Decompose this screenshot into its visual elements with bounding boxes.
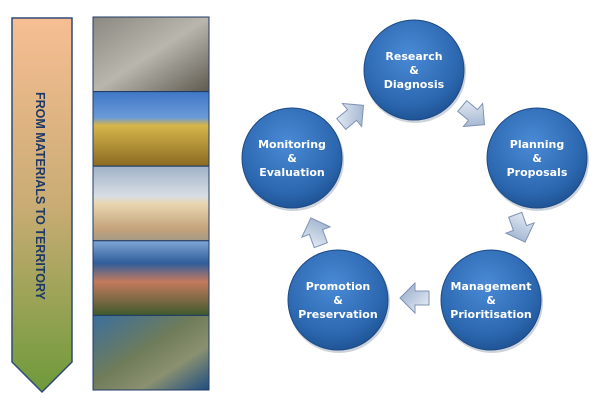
cycle-arrow-icon — [504, 211, 536, 243]
cycle-step-management[interactable]: Management&Prioritisation — [440, 249, 543, 353]
step-line1: Management — [451, 280, 532, 293]
cycle-step-planning[interactable]: Planning&Proposals — [486, 107, 589, 211]
step-line2: Diagnosis — [384, 78, 445, 91]
cycle-arrow-icon — [336, 102, 365, 131]
cycle-step-research[interactable]: Research&Diagnosis — [363, 19, 466, 123]
step-line2: Preservation — [298, 308, 377, 321]
cycle-arrows — [300, 99, 536, 315]
step-amp: & — [287, 152, 297, 165]
step-amp: & — [486, 294, 496, 307]
banner: FROM MATERIALS TO TERRITORY — [11, 17, 73, 394]
cycle-steps: Research&DiagnosisPlanning&ProposalsMana… — [241, 19, 589, 353]
step-line1: Promotion — [306, 280, 370, 293]
step-line1: Planning — [510, 138, 564, 151]
step-amp: & — [333, 294, 343, 307]
town-square-houses-photo — [92, 165, 210, 242]
step-line2: Evaluation — [259, 166, 325, 179]
cycle-arrow-icon — [399, 281, 430, 315]
step-line1: Research — [385, 50, 442, 63]
step-line2: Prioritisation — [450, 308, 531, 321]
step-line1: Monitoring — [258, 138, 326, 151]
step-amp: & — [532, 152, 542, 165]
cycle-arrow-icon — [300, 217, 332, 249]
baroque-cathedral-photo — [92, 91, 210, 167]
step-amp: & — [409, 64, 419, 77]
step-line2: Proposals — [507, 166, 568, 179]
photo-strip — [92, 16, 210, 391]
cycle-arrow-icon — [457, 99, 486, 128]
cycle-step-monitoring[interactable]: Monitoring&Evaluation — [241, 107, 344, 211]
cathedral-portal-photo — [92, 16, 210, 93]
coastal-town-photo — [92, 240, 210, 316]
aerial-island-photo — [92, 314, 210, 391]
cycle-step-promotion[interactable]: Promotion&Preservation — [287, 249, 390, 353]
banner-label: FROM MATERIALS TO TERRITORY — [33, 92, 47, 301]
